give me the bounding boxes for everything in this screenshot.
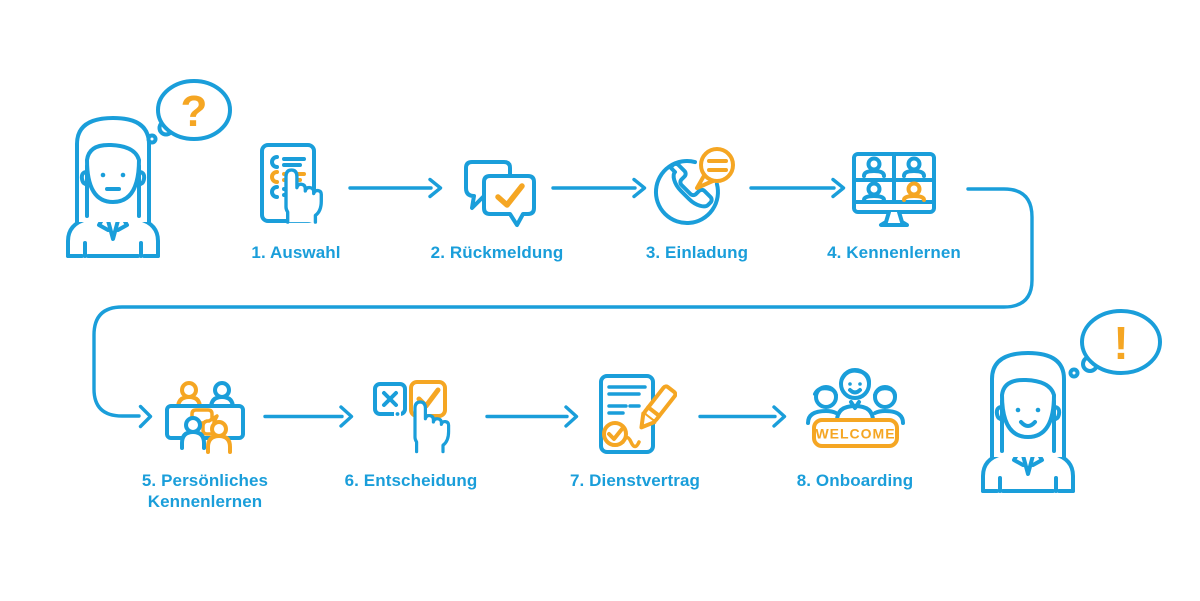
x-mark [382, 391, 398, 407]
check-mark [495, 183, 525, 208]
participant [862, 181, 886, 202]
step-label: 7. Dienstvertrag [569, 471, 701, 490]
left-person-figure [61, 114, 165, 258]
step-3-einladung: 3. Einladung [602, 142, 792, 263]
step-label: 6. Entscheidung [344, 471, 478, 490]
pen [639, 384, 677, 430]
choice-checkboxes-hand-icon [373, 380, 451, 454]
step-label: 3. Einladung [645, 243, 749, 262]
right-person-figure [976, 349, 1080, 493]
team-member-center [834, 368, 875, 423]
team-welcome-sign-icon: WELCOME [805, 368, 905, 448]
arrow-step5-step6 [263, 405, 354, 428]
arrow-step1-step2 [348, 177, 443, 199]
step-4-kennenlernen: 4. Kennenlernen [799, 142, 989, 263]
question-thought-bubble: ? [140, 76, 260, 176]
step-2-rueckmeldung: 2. Rückmeldung [402, 142, 592, 263]
participant [902, 156, 926, 178]
step-8-onboarding: WELCOME 8. Onboarding [760, 362, 950, 491]
person-orange [206, 420, 232, 454]
contract-signing-icon [599, 374, 677, 454]
speech-bubble [695, 147, 735, 190]
step-label: 1. Auswahl [251, 243, 341, 262]
exclamation-thought-bubble: ! [1060, 306, 1185, 411]
connector-row1-row2 [92, 187, 1034, 429]
step-7-dienstvertrag: 7. Dienstvertrag [540, 362, 730, 491]
participant [862, 156, 886, 178]
phone-speech-bubble-icon [653, 147, 735, 226]
participant-highlighted [902, 181, 926, 202]
team-member-left [805, 385, 838, 425]
step-label: 4. Kennenlernen [827, 243, 961, 262]
welcome-sign-text: WELCOME [815, 426, 895, 442]
arrow-step6-step7 [485, 405, 579, 428]
welcome-sign: WELCOME [811, 418, 899, 448]
meeting-table-icon [165, 381, 245, 454]
checklist-hand-icon [260, 143, 323, 224]
approval-stamp [602, 421, 628, 447]
chat-bubbles-check-icon [464, 160, 536, 227]
arrow-step3-step4 [749, 177, 846, 199]
step-5-persoenliches-kennenlernen: 5. Persönliches Kennenlernen [110, 362, 300, 512]
step-label: 5. Persönliches Kennenlernen [141, 471, 269, 511]
arrow-step7-step8 [698, 405, 787, 428]
step-label: 8. Onboarding [796, 471, 914, 490]
step-6-entscheidung: 6. Entscheidung [316, 362, 506, 491]
question-mark: ? [181, 87, 208, 136]
signature [621, 435, 641, 449]
video-call-screen-icon [852, 152, 936, 227]
exclamation-mark: ! [1113, 317, 1128, 369]
team-member-right [872, 385, 905, 425]
step-1-auswahl: 1. Auswahl [201, 142, 391, 263]
step-label: 2. Rückmeldung [430, 243, 564, 262]
smile-mouth [1019, 420, 1037, 428]
person-blue [180, 416, 206, 450]
arrow-step2-step3 [551, 177, 647, 199]
